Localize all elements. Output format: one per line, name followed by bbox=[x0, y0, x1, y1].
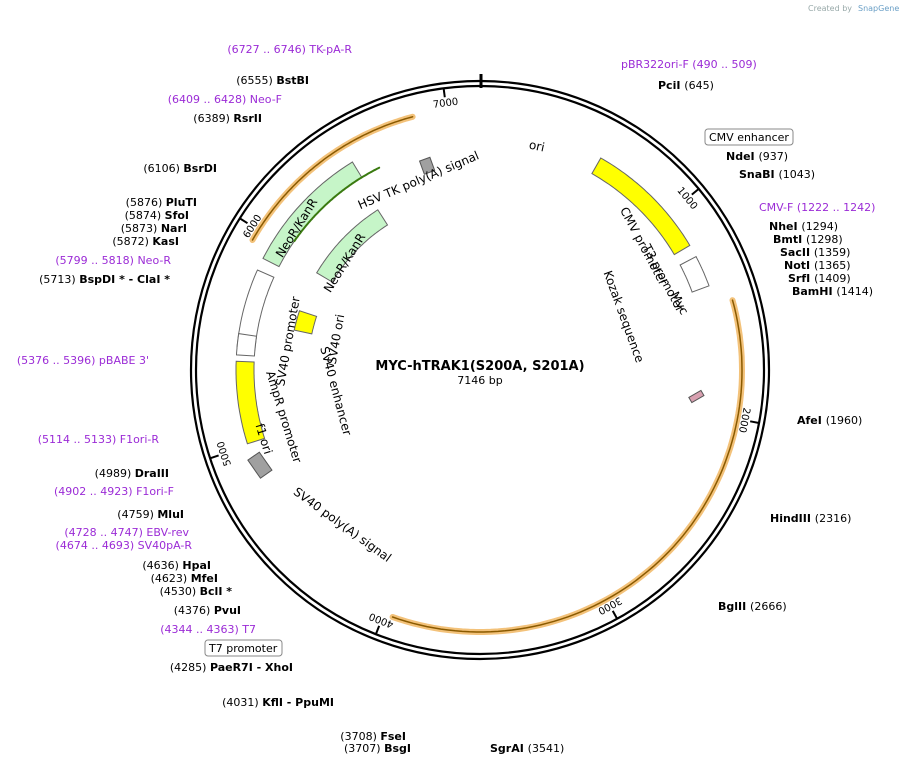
site-t7: (4344 .. 4363) T7 bbox=[160, 623, 256, 636]
orf-line-neo bbox=[251, 116, 414, 241]
tick-7000 bbox=[442, 88, 446, 98]
site-bstbi: (6555) BstBI bbox=[236, 74, 309, 87]
feature-ampr-promoter bbox=[236, 333, 257, 357]
tick-5000 bbox=[209, 454, 219, 460]
site-tk-pa-r: (6727 .. 6746) TK-pA-R bbox=[227, 43, 352, 56]
cmv-enhancer-box bbox=[704, 128, 794, 146]
tick-label-4000: 4000 bbox=[368, 610, 396, 630]
site-bglii: BglII (2666) bbox=[718, 600, 787, 613]
orf-highlight-main bbox=[389, 297, 746, 635]
site-sfoi: (5874) SfoI bbox=[125, 209, 189, 222]
t7-promoter-box bbox=[204, 639, 283, 657]
site-kasi: (5872) KasI bbox=[112, 235, 179, 248]
feature-hsv-tk-polya bbox=[418, 156, 436, 175]
site-labels: pBR322ori-F (490 .. 509) PciI (645) NdeI (… bbox=[17, 43, 876, 755]
tick-label-1000: 1000 bbox=[674, 185, 699, 212]
label-sv40-polya: SV40 poly(A) signal bbox=[291, 485, 394, 565]
site-bamhi: BamHI (1414) bbox=[792, 285, 873, 298]
tick-3000 bbox=[611, 610, 618, 620]
site-mlui: (4759) MluI bbox=[117, 508, 184, 521]
tick-4000 bbox=[374, 625, 381, 635]
feature-cmv-enhancer bbox=[679, 255, 710, 293]
site-srfi: SrfI (1409) bbox=[788, 272, 851, 285]
plasmid-name: MYC-hTRAK1(S200A, S201A) bbox=[375, 359, 584, 374]
site-kfli: (4031) KflI - PpuMI bbox=[222, 696, 334, 709]
site-bmti: BmtI (1298) bbox=[773, 233, 843, 246]
site-pluti: (5876) PluTI bbox=[126, 196, 197, 209]
site-sv40pa-r: (4674 .. 4693) SV40pA-R bbox=[56, 539, 193, 552]
label-hsv-tk: HSV TK poly(A) signal bbox=[356, 148, 481, 212]
credit-prefix: Created by bbox=[808, 4, 852, 13]
site-afei: AfeI (1960) bbox=[797, 414, 862, 427]
site-sgrai: SgrAI (3541) bbox=[490, 742, 564, 755]
site-pvui: (4376) PvuI bbox=[174, 604, 241, 617]
t7-promoter-label: T7 promoter bbox=[208, 642, 278, 655]
site-nhei: NheI (1294) bbox=[769, 220, 838, 233]
feature-ori bbox=[591, 157, 691, 256]
feature-sv40-polya-grey bbox=[247, 451, 273, 479]
site-bsrdi: (6106) BsrDI bbox=[143, 162, 217, 175]
feature-sv40-promoter bbox=[236, 269, 275, 351]
tick-6000 bbox=[239, 217, 249, 225]
site-ndei: NdeI (937) bbox=[726, 150, 788, 163]
site-snabi: SnaBI (1043) bbox=[739, 168, 815, 181]
site-hindiii: HindIII (2316) bbox=[770, 512, 851, 525]
tick-1000 bbox=[691, 188, 700, 196]
site-rsrii: (6389) RsrII bbox=[193, 112, 262, 125]
site-pbr322ori-f: pBR322ori-F (490 .. 509) bbox=[621, 58, 757, 71]
site-nari: (5873) NarI bbox=[121, 222, 187, 235]
tick-label-5000: 5000 bbox=[216, 440, 234, 468]
feature-neo-inner bbox=[316, 209, 389, 283]
feature-arrows bbox=[235, 113, 746, 635]
site-noti: NotI (1365) bbox=[784, 259, 851, 272]
label-kozak: Kozak sequence bbox=[601, 269, 647, 365]
site-paer7i: (4285) PaeR7I - XhoI bbox=[170, 661, 293, 674]
neo-orf-line bbox=[293, 166, 381, 243]
feature-sv40-ori bbox=[293, 310, 318, 335]
site-hpai: (4636) HpaI bbox=[142, 559, 211, 572]
tick-2000 bbox=[749, 420, 760, 424]
site-pcii: PciI (645) bbox=[658, 79, 714, 92]
plasmid-length: 7146 bp bbox=[457, 374, 502, 387]
site-neo-f: (6409 .. 6428) Neo-F bbox=[168, 93, 282, 106]
cmv-enhancer-label: CMV enhancer bbox=[709, 131, 789, 144]
credit-brand: SnapGene bbox=[858, 4, 899, 13]
orf-line-main bbox=[391, 299, 743, 633]
site-f1ori-f: (4902 .. 4923) F1ori-F bbox=[54, 485, 174, 498]
label-ori: ori bbox=[528, 138, 546, 155]
tick-label-7000: 7000 bbox=[432, 97, 459, 111]
site-draiii: (4989) DraIII bbox=[95, 467, 169, 480]
site-sacii: SacII (1359) bbox=[780, 246, 850, 259]
feature-f1-ori bbox=[235, 360, 266, 445]
site-bspdi: (5713) BspDI * - ClaI * bbox=[39, 273, 170, 286]
site-neo-r: (5799 .. 5818) Neo-R bbox=[55, 254, 171, 267]
site-bcli: (4530) BclI * bbox=[160, 585, 233, 598]
site-pbabe3: (5376 .. 5396) pBABE 3' bbox=[17, 354, 149, 367]
site-bsgi: (3707) BsgI bbox=[344, 742, 411, 755]
site-ebv-rev: (4728 .. 4747) EBV-rev bbox=[64, 526, 189, 539]
feature-myc bbox=[688, 389, 705, 404]
site-fsei: (3708) FseI bbox=[340, 730, 406, 743]
site-mfei: (4623) MfeI bbox=[151, 572, 218, 585]
site-cmv-f: CMV-F (1222 .. 1242) bbox=[759, 201, 875, 214]
site-f1ori-r: (5114 .. 5133) F1ori-R bbox=[38, 433, 160, 446]
